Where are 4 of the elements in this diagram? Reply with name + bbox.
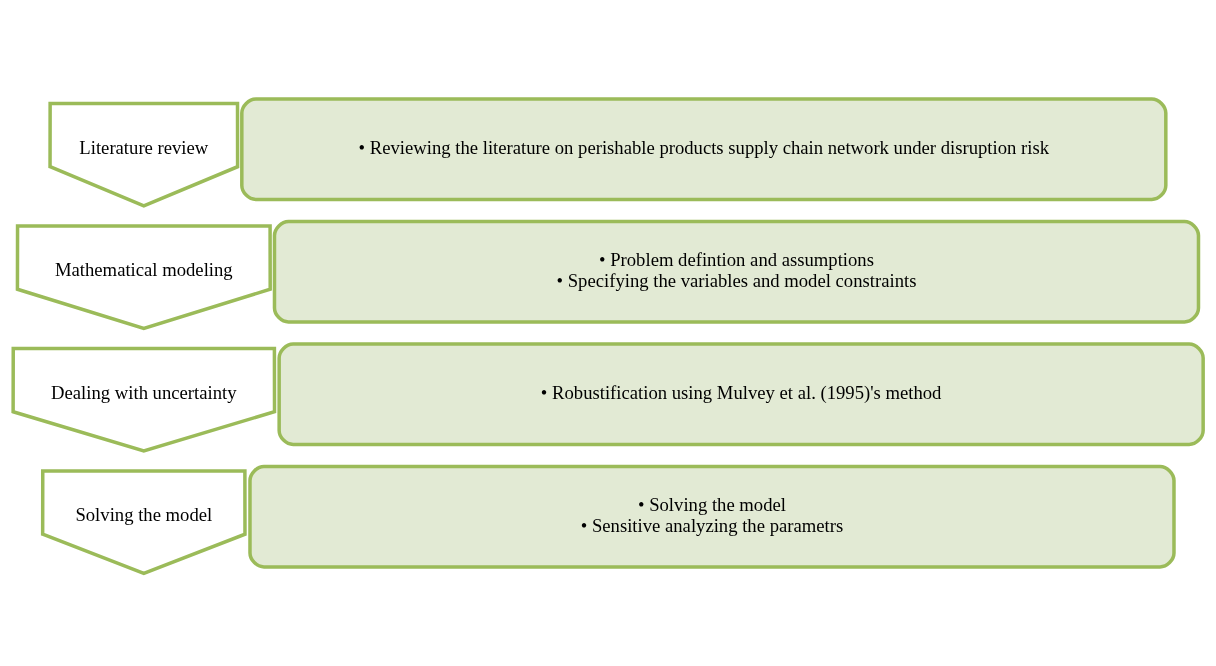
node-box: • Reviewing the literature on perishable products supply chain network under disruption risk [240,97,1168,202]
node-box: • Robustification using Mulvey et al. (1995)'s method [277,342,1205,447]
node-box: • Problem defintion and assumptions • Specifying the variables and model constraints [272,219,1201,324]
node-box: • Solving the model • Sensitive analyzing the parametrs [248,464,1176,569]
